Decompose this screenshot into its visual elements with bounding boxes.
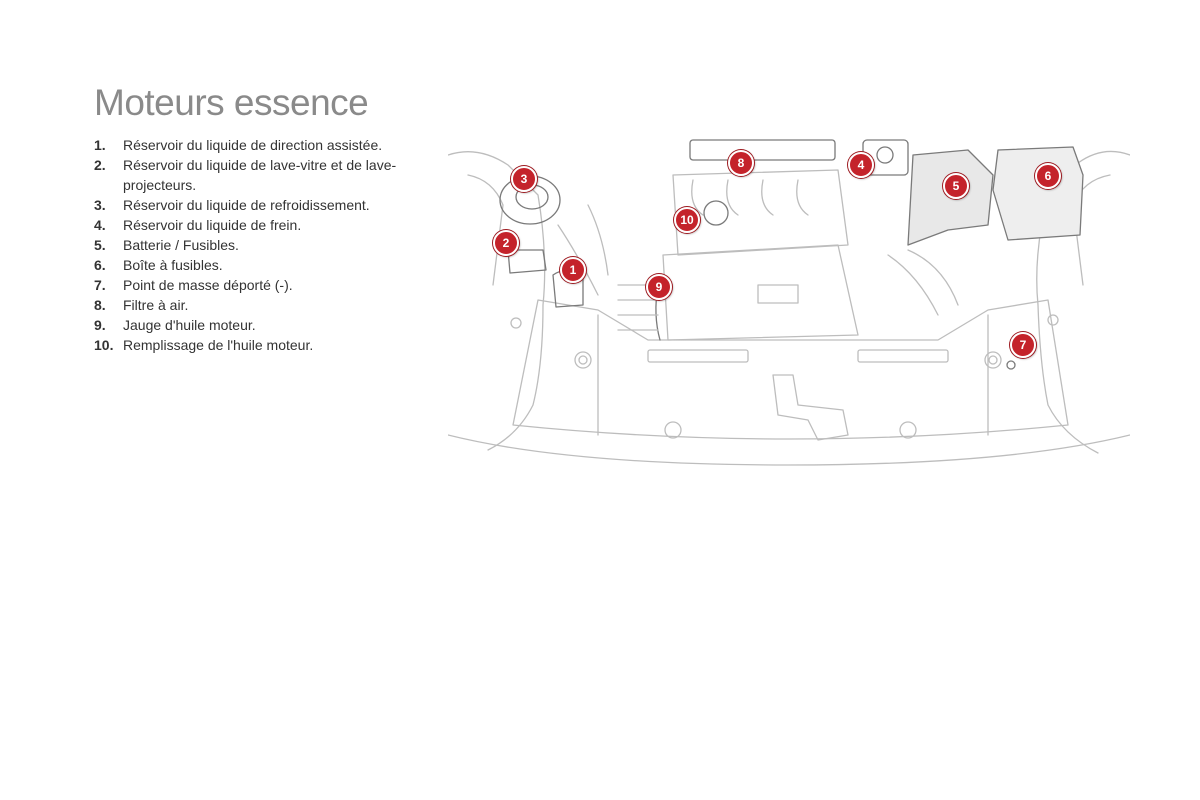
ground-point [1006, 360, 1016, 370]
engine-bay-drawing [448, 139, 1130, 466]
bolt-right [984, 351, 1002, 369]
legend-item: 4. Réservoir du liquide de frein. [94, 215, 424, 235]
legend-list: 1. Réservoir du liquide de direction assi… [94, 135, 424, 355]
legend-text: Batterie / Fusibles. [123, 237, 239, 253]
front-slot-left [647, 349, 749, 363]
lower-bumper-line [448, 434, 1130, 466]
hood-latch [772, 374, 849, 441]
intake-runners [691, 179, 809, 216]
legend-text: Filtre à air. [123, 297, 189, 313]
legend-item: 10. Remplissage de l'huile moteur. [94, 335, 424, 355]
legend-number: 1. [94, 137, 106, 153]
callout-10: 10 [674, 207, 700, 233]
fuse-box [992, 146, 1084, 241]
legend-number: 8. [94, 297, 106, 313]
washer-reservoir [507, 249, 547, 274]
legend-number: 6. [94, 257, 106, 273]
air-filter [689, 139, 836, 161]
callout-8: 8 [728, 150, 754, 176]
legend-number: 4. [94, 217, 106, 233]
legend-item: 6. Boîte à fusibles. [94, 255, 424, 275]
legend-item: 7. Point de masse déporté (-). [94, 275, 424, 295]
callout-1: 1 [560, 257, 586, 283]
engine-bay-diagram: 3 2 1 8 10 9 4 5 6 7 [448, 135, 1130, 470]
legend-number: 3. [94, 197, 106, 213]
legend-number: 7. [94, 277, 106, 293]
bolt-right-inner [988, 355, 998, 365]
page-title: Moteurs essence [94, 82, 369, 123]
intake-pipe [887, 249, 959, 316]
legend-text: Boîte à fusibles. [123, 257, 223, 273]
ecu-box [757, 284, 799, 304]
legend-text: Réservoir du liquide de lave-vitre et de… [123, 157, 397, 193]
front-bumper-outline-right [1036, 150, 1130, 454]
legend-text: Jauge d'huile moteur. [123, 317, 256, 333]
legend-item: 9. Jauge d'huile moteur. [94, 315, 424, 335]
engine-cover [662, 244, 859, 341]
callout-6: 6 [1035, 163, 1061, 189]
legend-item: 2. Réservoir du liquide de lave-vitre et … [94, 155, 424, 195]
wheel-arch-left [467, 174, 504, 286]
legend-item: 1. Réservoir du liquide de direction assi… [94, 135, 424, 155]
legend-item: 3. Réservoir du liquide de refroidissemen… [94, 195, 424, 215]
cross-member [512, 299, 1069, 440]
legend-text: Réservoir du liquide de refroidissement. [123, 197, 370, 213]
callout-4: 4 [848, 152, 874, 178]
legend-number: 5. [94, 237, 106, 253]
legend-number: 10. [94, 337, 114, 353]
callout-3: 3 [511, 166, 537, 192]
callout-9: 9 [646, 274, 672, 300]
bolt-left-inner [578, 355, 588, 365]
screw-right [1047, 314, 1059, 326]
front-slot-right [857, 349, 949, 363]
bolt-left [574, 351, 592, 369]
front-bumper-outline [448, 151, 546, 451]
legend-text: Réservoir du liquide de direction assist… [123, 137, 383, 153]
legend-text: Remplissage de l'huile moteur. [123, 337, 314, 353]
brake-reservoir-cap [876, 146, 894, 164]
legend-text: Point de masse déporté (-). [123, 277, 293, 293]
legend-item: 8. Filtre à air. [94, 295, 424, 315]
legend-number: 2. [94, 157, 106, 173]
callout-7: 7 [1010, 332, 1036, 358]
bolt-bottom-right [899, 421, 917, 439]
legend-number: 9. [94, 317, 106, 333]
bolt-bottom-left [664, 421, 682, 439]
legend-text: Réservoir du liquide de frein. [123, 217, 302, 233]
radiator-hoses [617, 284, 659, 331]
legend-item: 5. Batterie / Fusibles. [94, 235, 424, 255]
cross-member-inner [597, 314, 989, 436]
callout-2: 2 [493, 230, 519, 256]
oil-filler-cap [703, 200, 729, 226]
callout-5: 5 [943, 173, 969, 199]
screw-left [510, 317, 522, 329]
